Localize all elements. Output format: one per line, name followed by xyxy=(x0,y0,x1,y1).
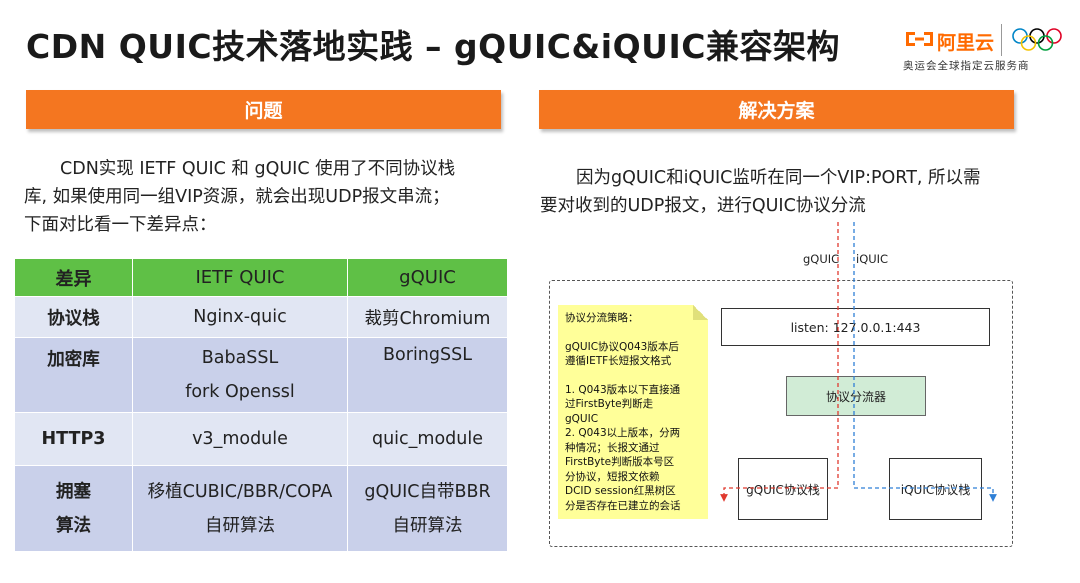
note-line: 过FirstByte判断走 xyxy=(565,398,654,410)
table-row: 协议栈 Nginx-quic 裁剪Chromium xyxy=(14,296,508,338)
row-label: HTTP3 xyxy=(14,412,133,466)
note-line: gQUIC协议Q043版本后 xyxy=(565,340,679,353)
solution-text-line: 要对收到的UDP报文，进行QUIC协议分流 xyxy=(540,196,866,216)
cell-line: 自研算法 xyxy=(205,515,275,536)
row-label: 加密库 xyxy=(14,337,133,413)
cell-line: gQUIC自带BBR xyxy=(364,481,491,502)
ietf-cell: BabaSSL fork Openssl xyxy=(132,337,348,413)
row-label: 协议栈 xyxy=(14,296,133,338)
ietf-cell: Nginx-quic xyxy=(132,296,348,338)
note-line: 分是否存在已建立的会话 xyxy=(565,499,681,512)
aliyun-logo-icon xyxy=(906,32,933,46)
problem-text-line: CDN实现 IETF QUIC 和 gQUIC 使用了不同协议栈 xyxy=(60,159,456,179)
note-fold-corner xyxy=(693,305,708,320)
iquic-stack-box: iQUIC协议栈 xyxy=(889,458,982,520)
note-line: 分协议，短报文依赖 xyxy=(565,470,660,483)
logo-divider xyxy=(1001,24,1002,56)
note-line: 种情况；长报文通过 xyxy=(565,441,660,454)
olympic-rings-icon xyxy=(1012,28,1062,51)
table-row: 拥塞 算法 移植CUBIC/BBR/COPA 自研算法 gQUIC自带BBR 自… xyxy=(14,465,508,552)
table-row: HTTP3 v3_module quic_module xyxy=(14,412,508,466)
listen-box: listen: 127.0.0.1:443 xyxy=(721,308,990,346)
gquic-cell: quic_module xyxy=(347,412,508,466)
cell-line: 拥塞 xyxy=(56,481,91,502)
brand-name: 阿里云 xyxy=(937,32,995,54)
cell-line: 自研算法 xyxy=(392,515,463,536)
gquic-cell: BoringSSL xyxy=(347,337,508,413)
problem-description: CDN实现 IETF QUIC 和 gQUIC 使用了不同协议栈 库, 如果使用… xyxy=(24,155,494,239)
cell-line: BoringSSL xyxy=(383,345,472,365)
cell-line: BabaSSL xyxy=(201,348,279,368)
note-line: 2. Q043以上版本，分两 xyxy=(565,427,681,439)
strategy-note: 协议分流策略： gQUIC协议Q043版本后 遵循IETF长短报文格式 1. Q… xyxy=(558,305,708,519)
gquic-cell: gQUIC自带BBR 自研算法 xyxy=(347,465,508,552)
ietf-cell: v3_module xyxy=(132,412,348,466)
table-header-cell: 差异 xyxy=(14,258,133,297)
note-line: gQUIC xyxy=(565,412,599,425)
iquic-label: iQUIC xyxy=(856,252,889,266)
note-title: 协议分流策略： xyxy=(565,312,639,324)
solution-text-line: 因为gQUIC和iQUIC监听在同一个VIP:PORT, 所以需 xyxy=(576,168,981,188)
cell-line: 移植CUBIC/BBR/COPA xyxy=(147,481,333,502)
row-label: 拥塞 算法 xyxy=(14,465,133,552)
table-header-row: 差异 IETF QUIC gQUIC xyxy=(14,258,508,297)
gquic-stack-box: gQUIC协议栈 xyxy=(738,458,828,520)
problem-text-line: 下面对比看一下差异点： xyxy=(24,215,217,235)
note-line: 遵循IETF长短报文格式 xyxy=(565,355,672,367)
gquic-label: gQUIC xyxy=(803,252,840,266)
cell-line: 算法 xyxy=(56,515,91,536)
slide-title: CDN QUIC技术落地实践 – gQUIC&iQUIC兼容架构 xyxy=(26,27,840,66)
solution-description: 因为gQUIC和iQUIC监听在同一个VIP:PORT, 所以需 要对收到的UD… xyxy=(540,164,1020,220)
cell-line: fork Openssl xyxy=(185,382,295,402)
table-header-cell: gQUIC xyxy=(347,258,508,297)
ietf-cell: 移植CUBIC/BBR/COPA 自研算法 xyxy=(132,465,348,552)
note-line: FirstByte判断版本号区 xyxy=(565,456,675,468)
note-line: 1. Q043版本以下直接通 xyxy=(565,383,681,396)
note-line: DCID session红黑树区 xyxy=(565,485,676,497)
problem-text-line: 库, 如果使用同一组VIP资源，就会出现UDP报文串流； xyxy=(24,187,450,207)
solution-heading: 解决方案 xyxy=(539,90,1014,129)
problem-heading: 问题 xyxy=(26,90,501,129)
table-header-cell: IETF QUIC xyxy=(132,258,348,297)
protocol-splitter-box: 协议分流器 xyxy=(786,376,926,416)
table-row: 加密库 BabaSSL fork Openssl BoringSSL xyxy=(14,337,508,413)
gquic-cell: 裁剪Chromium xyxy=(347,296,508,338)
comparison-table: 差异 IETF QUIC gQUIC 协议栈 Nginx-quic 裁剪Chro… xyxy=(14,258,508,552)
sponsor-tagline: 奥运会全球指定云服务商 xyxy=(903,60,1030,72)
